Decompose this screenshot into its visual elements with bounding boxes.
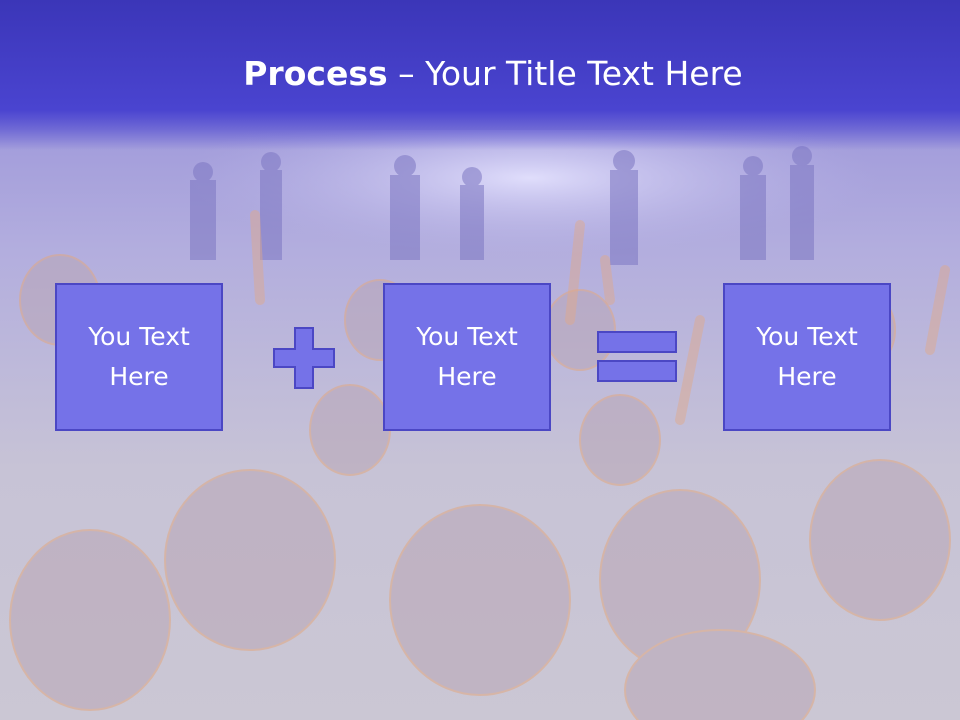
equals-icon (597, 331, 677, 382)
slide-title: Process – Your Title Text Here (0, 52, 960, 96)
slide-title-bold: Process (243, 54, 388, 93)
process-box-3[interactable]: You Text Here (723, 283, 891, 431)
process-box-2-label: You Text Here (416, 322, 518, 391)
process-box-2[interactable]: You Text Here (383, 283, 551, 431)
process-box-1-label: You Text Here (88, 322, 190, 391)
plus-icon (273, 327, 335, 389)
slide-title-rest: – Your Title Text Here (387, 54, 743, 93)
title-band (0, 0, 960, 150)
process-box-1[interactable]: You Text Here (55, 283, 223, 431)
process-box-3-label: You Text Here (756, 322, 858, 391)
